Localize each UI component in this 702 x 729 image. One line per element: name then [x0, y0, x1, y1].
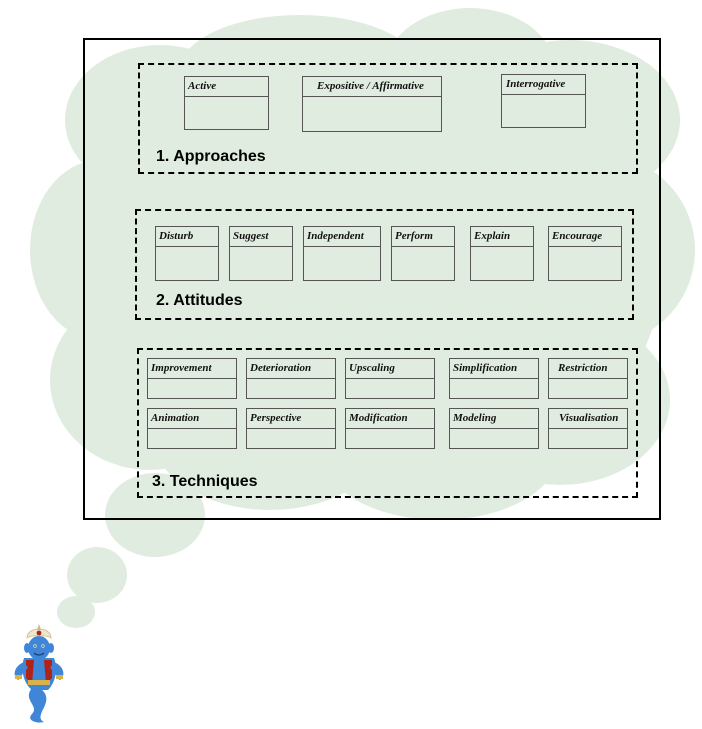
approach-title: Expositive / Affirmative	[303, 77, 441, 97]
technique-title: Modeling	[450, 409, 538, 429]
technique-box: Simplification	[449, 358, 539, 399]
attitude-title: Suggest	[230, 227, 292, 247]
technique-title: Improvement	[148, 359, 236, 379]
attitude-title: Explain	[471, 227, 533, 247]
technique-title: Modification	[346, 409, 434, 429]
technique-box: Animation	[147, 408, 237, 449]
attitude-box: Encourage	[548, 226, 622, 281]
technique-box: Modification	[345, 408, 435, 449]
attitude-title: Encourage	[549, 227, 621, 247]
attitude-box: Perform	[391, 226, 455, 281]
attitude-box: Disturb	[155, 226, 219, 281]
technique-title: Deterioration	[247, 359, 335, 379]
approaches-label: 1. Approaches	[156, 148, 266, 165]
diagram-frame	[83, 38, 661, 520]
attitude-title: Independent	[304, 227, 380, 247]
attitude-box: Independent	[303, 226, 381, 281]
attitudes-group	[135, 209, 634, 320]
technique-title: Animation	[148, 409, 236, 429]
technique-title: Perspective	[247, 409, 335, 429]
approach-title: Interrogative	[502, 75, 585, 95]
technique-title: Restriction	[549, 359, 627, 379]
techniques-label: 3. Techniques	[152, 473, 258, 490]
techniques-group	[137, 348, 638, 498]
technique-title: Upscaling	[346, 359, 434, 379]
approach-box: Interrogative	[501, 74, 586, 128]
attitude-title: Disturb	[156, 227, 218, 247]
technique-title: Simplification	[450, 359, 538, 379]
technique-box: Upscaling	[345, 358, 435, 399]
approach-title: Active	[185, 77, 268, 97]
technique-box: Modeling	[449, 408, 539, 449]
approach-box: Active	[184, 76, 269, 130]
attitude-box: Explain	[470, 226, 534, 281]
technique-box: Perspective	[246, 408, 336, 449]
technique-box: Improvement	[147, 358, 237, 399]
technique-box: Deterioration	[246, 358, 336, 399]
approach-box: Expositive / Affirmative	[302, 76, 442, 132]
attitudes-label: 2. Attitudes	[156, 292, 243, 309]
technique-title: Visualisation	[549, 409, 627, 429]
approaches-group	[138, 63, 638, 174]
attitude-box: Suggest	[229, 226, 293, 281]
technique-box: Restriction	[548, 358, 628, 399]
genie-icon	[14, 624, 64, 723]
technique-box: Visualisation	[548, 408, 628, 449]
attitude-title: Perform	[392, 227, 454, 247]
